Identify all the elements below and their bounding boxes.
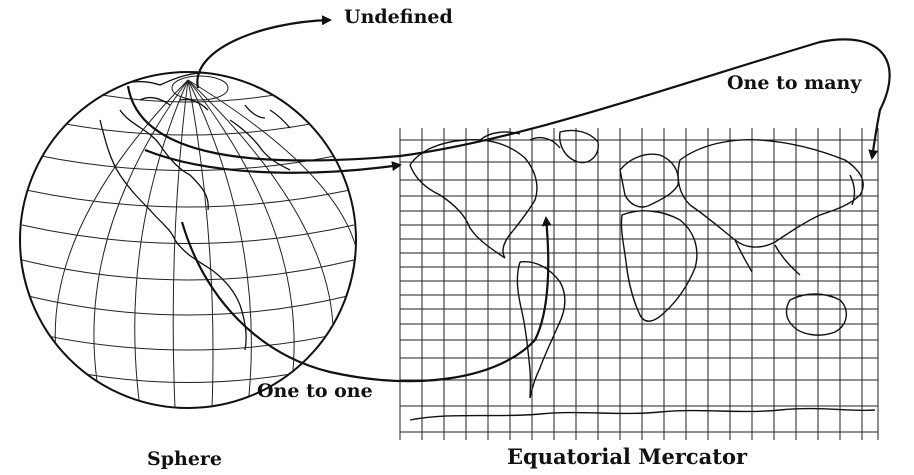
- mercator-coastlines: [409, 129, 876, 421]
- mercator-map: [399, 128, 879, 440]
- one-to-many-label: One to many: [727, 72, 862, 94]
- mercator-grid: [399, 128, 879, 440]
- mercator-title: Equatorial Mercator: [507, 444, 748, 469]
- arrow-undefined: [196, 15, 332, 89]
- arrow-to-map-top: [144, 148, 402, 174]
- one-to-one-label: One to one: [257, 380, 373, 402]
- sphere-globe: [19, 71, 357, 409]
- sphere-title: Sphere: [147, 448, 223, 470]
- arrow-one-to-many: [126, 38, 891, 162]
- undefined-label: Undefined: [344, 6, 453, 28]
- mapping-arrows: [126, 15, 891, 383]
- arrow-one-to-one: [180, 216, 552, 383]
